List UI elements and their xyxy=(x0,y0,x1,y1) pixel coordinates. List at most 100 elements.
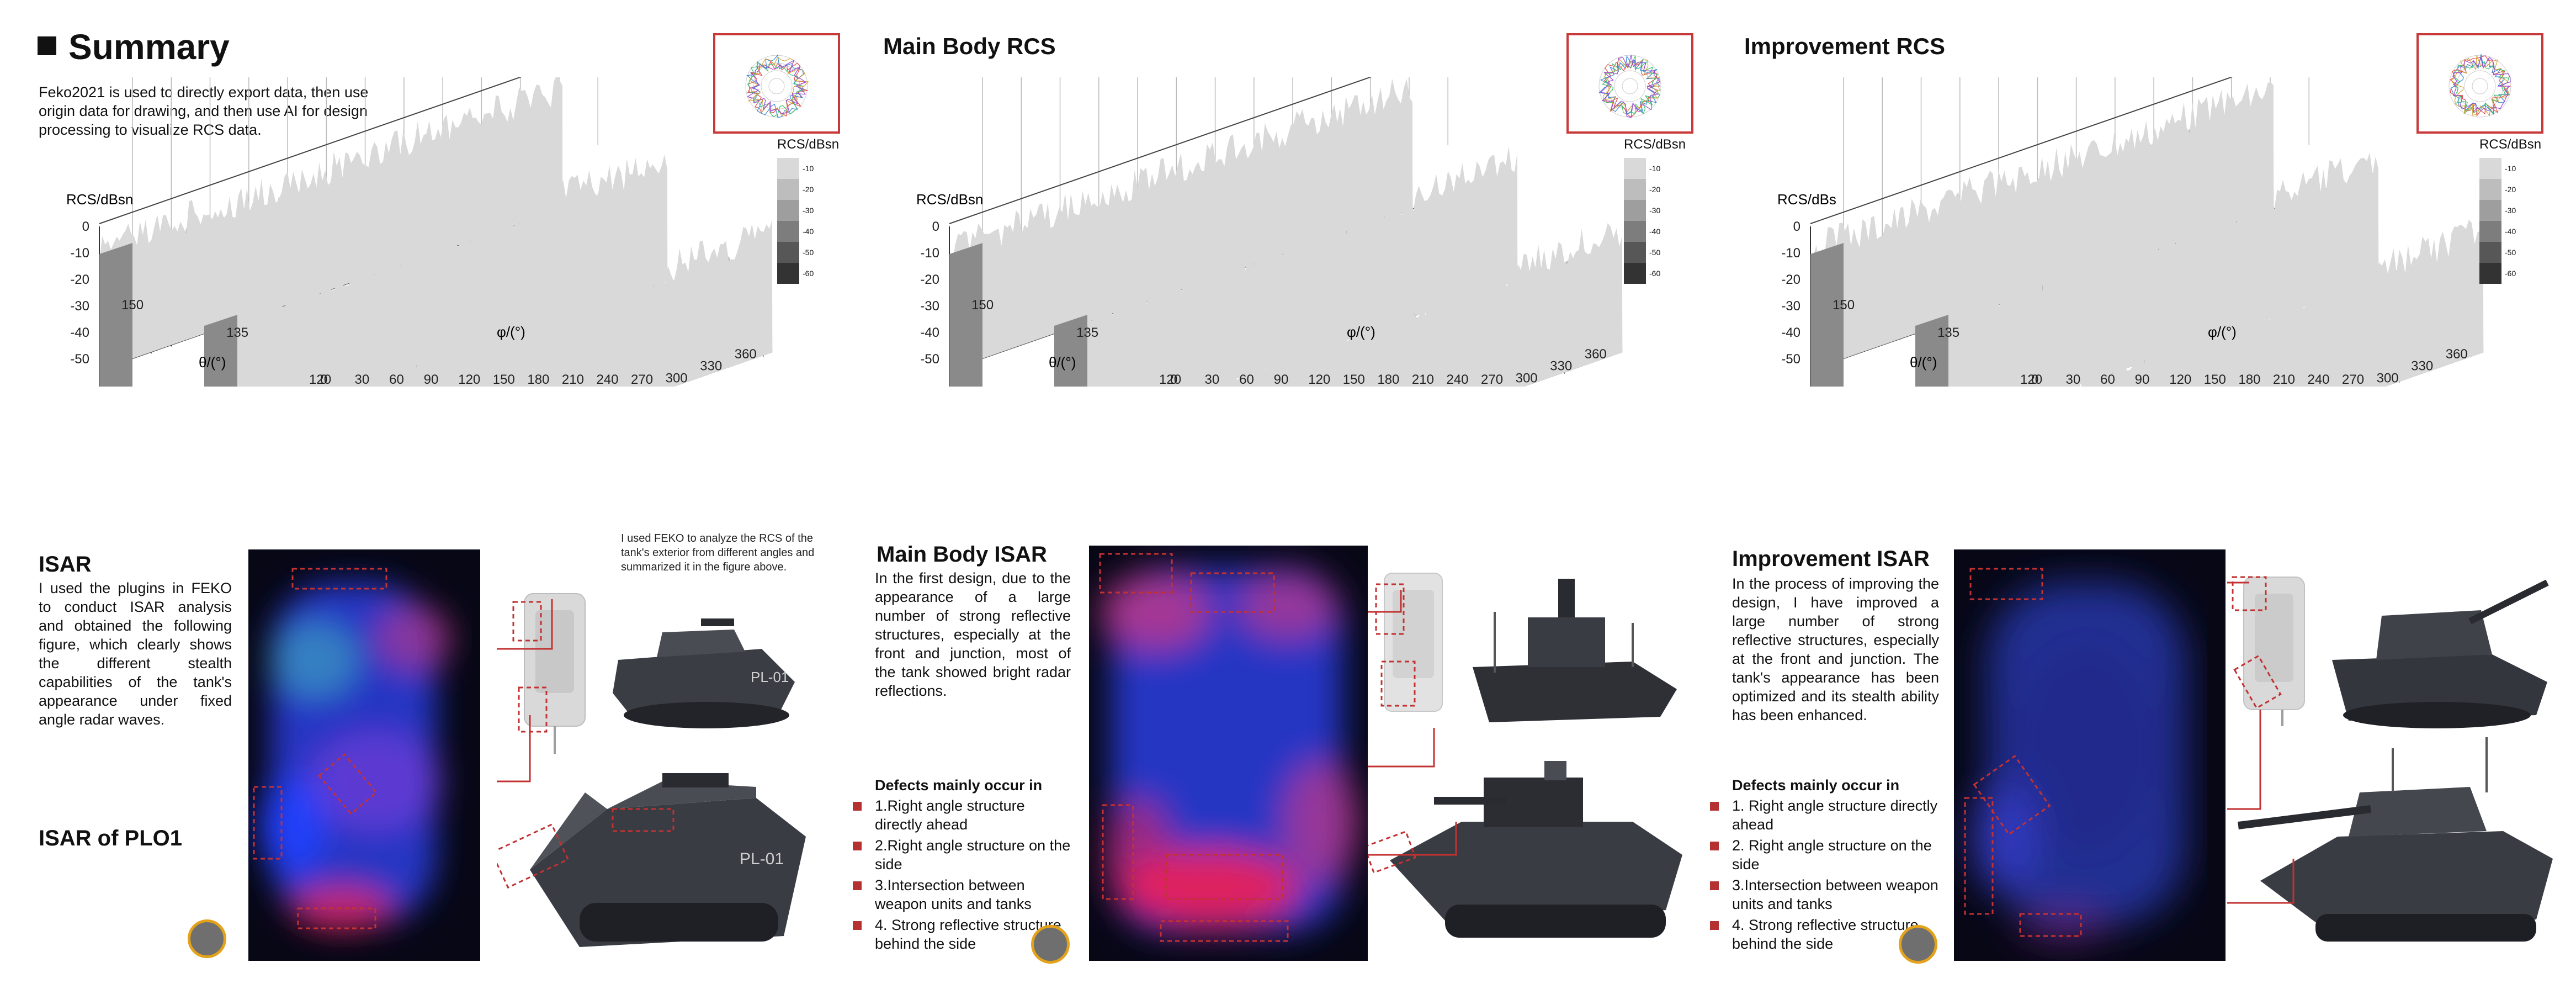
legend-swatch: -50 xyxy=(777,242,838,263)
phi-axis-label: φ/(°) xyxy=(497,324,525,340)
phi-tick-label: 150 xyxy=(493,372,515,387)
y-tick-label: -40 xyxy=(1781,325,1800,340)
list-item: 4. Strong reflective structure behind th… xyxy=(853,916,1074,953)
rcs-legend: RCS/dBsn-10-20-30-40-50-60 xyxy=(1624,137,1686,284)
legend-tick-label: -40 xyxy=(1649,227,1661,236)
phi-tick-label: 150 xyxy=(2204,372,2226,387)
legend-swatch: -60 xyxy=(777,263,838,284)
legend-swatch: -10 xyxy=(777,158,838,179)
y-tick-label: -20 xyxy=(70,272,89,287)
polar-chart-thumbnail xyxy=(713,33,840,134)
y-tick-label: -50 xyxy=(70,352,89,367)
y-tick-label: 0 xyxy=(1793,219,1800,234)
rcs-legend: RCS/dBsn-10-20-30-40-50-60 xyxy=(2479,137,2541,284)
tank-large-render xyxy=(1368,761,1682,938)
phi-tick-label: 210 xyxy=(1412,372,1434,387)
theta-tick-label: 135 xyxy=(1076,325,1098,340)
phi-tick-label: 270 xyxy=(1481,372,1503,387)
y-tick-label: -10 xyxy=(1781,246,1800,261)
legend-tick-label: -40 xyxy=(2505,227,2516,236)
isar-description: I used the plugins in FEKO to conduct IS… xyxy=(39,580,232,728)
legend-swatch: -30 xyxy=(2479,200,2540,221)
legend-tick-label: -10 xyxy=(1649,164,1661,173)
phi-tick-label: 300 xyxy=(1516,371,1538,385)
legend-tick-label: -20 xyxy=(803,185,814,194)
tank-top-view xyxy=(2232,576,2305,726)
phi-tick-label: 60 xyxy=(389,372,404,387)
isar-plo1-title: ISAR of PLO1 xyxy=(39,826,183,850)
phi-tick-label: 60 xyxy=(1239,372,1254,387)
sun-icon xyxy=(1899,925,1937,964)
y-tick-label: -10 xyxy=(920,246,939,261)
improve-defects-list: 1. Right angle structure directly ahead … xyxy=(1710,796,1942,955)
phi-tick-label: 330 xyxy=(1550,359,1572,374)
square-bullet-icon xyxy=(853,881,862,890)
summary-intro: Feko2021 is used to directly export data… xyxy=(39,84,369,138)
phi-tick-label: 240 xyxy=(2307,372,2329,387)
legend-tick-label: -50 xyxy=(803,248,814,257)
theta-axis-label: θ/(°) xyxy=(1910,354,1937,371)
phi-tick-label: 270 xyxy=(2342,372,2364,387)
legend-tick-label: -10 xyxy=(803,164,814,173)
theta-tick-label: 150 xyxy=(971,298,994,313)
list-item: 3.Intersection between weapon units and … xyxy=(853,876,1074,913)
sun-icon xyxy=(1031,925,1070,964)
main-isar-description: In the first design, due to the appearan… xyxy=(875,570,1071,699)
legend-swatch: -50 xyxy=(2479,242,2540,263)
polar-chart-thumbnail xyxy=(2416,33,2543,134)
tank-large-render: PL-01 xyxy=(497,773,806,947)
legend-title: RCS/dBsn xyxy=(1624,137,1686,152)
phi-tick-label: 180 xyxy=(1377,372,1399,387)
polar-chart-icon xyxy=(2448,54,2512,118)
phi-tick-label: 90 xyxy=(1274,372,1289,387)
phi-tick-label: 0 xyxy=(320,372,327,387)
square-bullet-icon xyxy=(1710,842,1719,850)
legend-tick-label: -60 xyxy=(1649,269,1661,278)
phi-tick-label: 300 xyxy=(2377,371,2399,385)
legend-tick-label: -60 xyxy=(803,269,814,278)
tank-top-view xyxy=(1375,573,1443,712)
legend-tick-label: -20 xyxy=(2505,185,2516,194)
phi-axis-label: φ/(°) xyxy=(1347,324,1375,340)
y-axis-label: RCS/dBs xyxy=(1777,191,1836,208)
theta-tick-label: 135 xyxy=(226,325,248,340)
legend-swatch: -10 xyxy=(1624,158,1685,179)
legend-tick-label: -20 xyxy=(1649,185,1661,194)
tank-renders-plo1: PL-01 PL-01 xyxy=(497,593,806,947)
main-defects-list: 1.Right angle structure directly ahead 2… xyxy=(853,796,1074,955)
isar-note: I used FEKO to analyze the RCS of the ta… xyxy=(621,532,815,573)
theta-tick-label: 120 xyxy=(1159,372,1181,387)
phi-tick-label: 330 xyxy=(700,359,722,374)
rcs-panel-title: Main Body RCS xyxy=(883,33,1056,59)
phi-tick-label: 180 xyxy=(527,372,549,387)
rcs-panel-title: Improvement RCS xyxy=(1744,33,1946,59)
phi-tick-label: 0 xyxy=(1170,372,1177,387)
legend-tick-label: -30 xyxy=(2505,206,2516,215)
legend-swatch: -40 xyxy=(2479,221,2540,242)
rcs-legend: RCS/dBsn-10-20-30-40-50-60 xyxy=(777,137,839,284)
tank-render-icon: PL-01 xyxy=(613,618,795,728)
tank-render-icon xyxy=(2332,579,2549,728)
phi-tick-label: 120 xyxy=(1308,372,1330,387)
tank-top-view xyxy=(512,593,586,754)
phi-tick-label: 30 xyxy=(1205,372,1220,387)
tank-render-icon xyxy=(1473,579,1677,722)
theta-axis-label: θ/(°) xyxy=(1049,354,1076,371)
legend-swatch: -30 xyxy=(1624,200,1685,221)
phi-tick-label: 150 xyxy=(1343,372,1365,387)
legend-swatch: -10 xyxy=(2479,158,2540,179)
y-tick-label: -30 xyxy=(920,299,939,314)
square-bullet-icon xyxy=(853,802,862,811)
y-tick-label: -20 xyxy=(1781,272,1800,287)
y-tick-label: -30 xyxy=(70,299,89,314)
summary-title: Summary xyxy=(68,27,230,67)
legend-swatch: -40 xyxy=(777,221,838,242)
y-tick-label: 0 xyxy=(82,219,89,234)
phi-tick-label: 330 xyxy=(2411,359,2433,374)
tank-marking-label-large: PL-01 xyxy=(740,850,784,868)
phi-tick-label: 180 xyxy=(2238,372,2260,387)
legend-tick-label: -30 xyxy=(803,206,814,215)
